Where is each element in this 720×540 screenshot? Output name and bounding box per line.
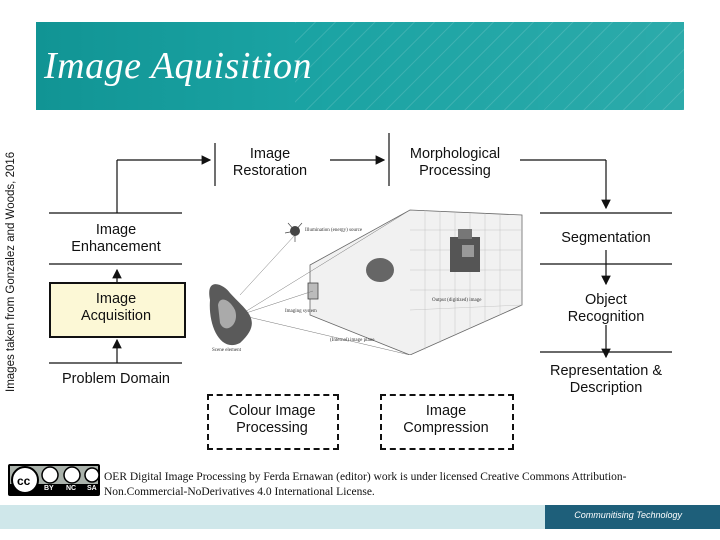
output-image-label: Output (digitized) image: [432, 298, 482, 303]
header-band: [36, 22, 684, 110]
image-enhancement-label: Image Enhancement: [71, 222, 161, 255]
image-plane-label: (Internal) image plane: [330, 338, 375, 343]
morphological-processing-label: Morphological Processing: [409, 146, 501, 179]
problem-domain-label: Problem Domain: [62, 371, 170, 387]
cc-license-badge[interactable]: cc BY NC SA: [8, 464, 100, 496]
acquisition-illustration: Illumination (energy) source Output (dig…: [209, 209, 523, 355]
image-compression-label: Image Compression: [403, 403, 489, 436]
acquisition-highlight-box: [49, 282, 186, 338]
colour-processing-box: [207, 394, 339, 450]
slide-title: Image Aquisition: [44, 45, 313, 87]
footer-motto: Communitising Technology: [574, 510, 682, 520]
image-restoration-label: Image Restoration: [232, 146, 308, 179]
header-texture: [295, 22, 684, 110]
cc-sa-label: SA: [87, 485, 97, 492]
representation-description-label: Representation & Description: [549, 363, 663, 396]
svg-text:cc: cc: [17, 474, 31, 488]
footer-dark-strip: [545, 505, 720, 529]
illumination-label: Illumination (energy) source: [305, 228, 363, 233]
cc-by-label: BY: [44, 485, 54, 492]
license-text: OER Digital Image Processing by Ferda Er…: [104, 471, 627, 498]
image-acquisition-label: Image Acquisition: [80, 291, 152, 324]
footer-band: Communitising Technology: [0, 505, 720, 529]
header-shade: [36, 22, 684, 110]
scene-element-label: Scene element: [212, 348, 242, 353]
object-recognition-label: Object Recognition: [567, 292, 645, 325]
cc-badge-icons: cc: [11, 466, 100, 494]
cc-nc-label: NC: [66, 485, 77, 492]
segmentation-label: Segmentation: [561, 230, 651, 246]
compression-box: [380, 394, 514, 450]
imaging-system-label: Imaging system: [285, 309, 317, 314]
colour-image-processing-label: Colour Image Processing: [228, 403, 316, 436]
